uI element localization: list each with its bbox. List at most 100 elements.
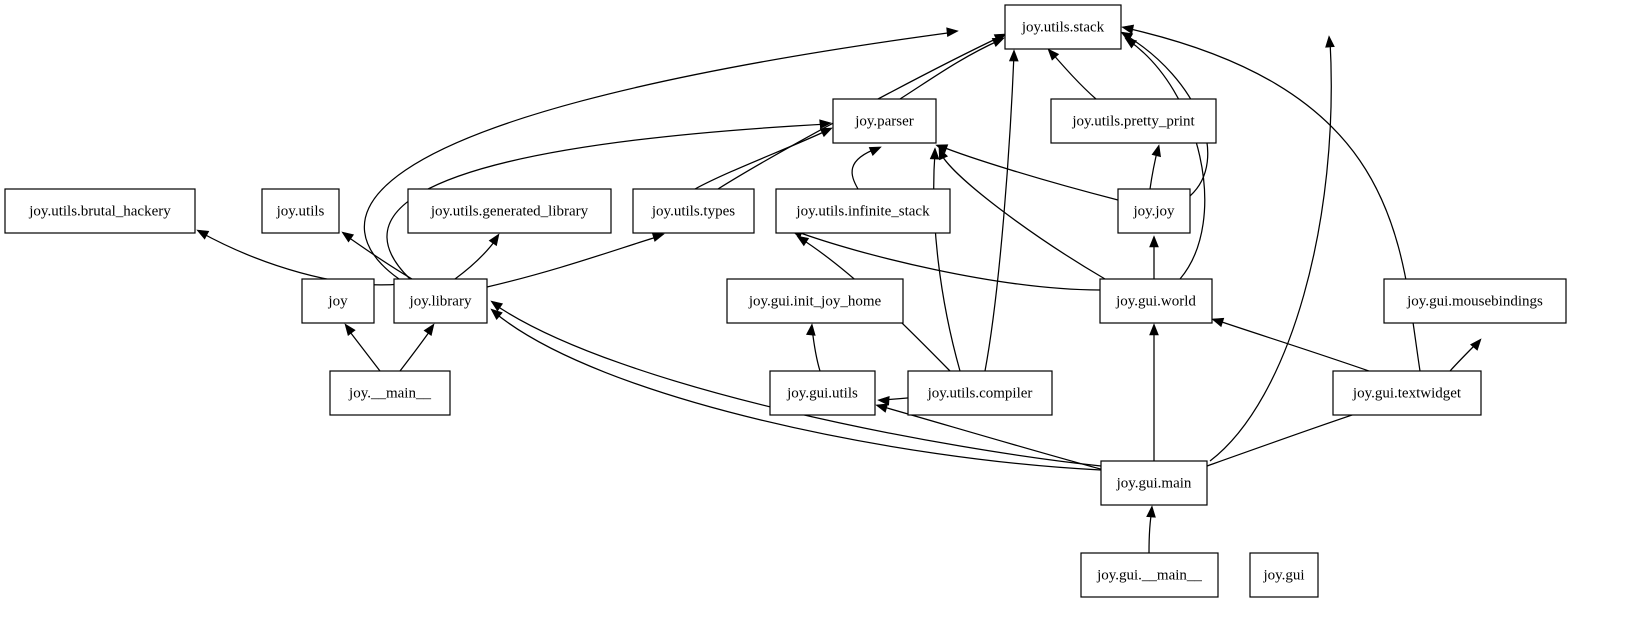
node-label: joy.library (409, 293, 472, 309)
node-box[interactable] (1383, 278, 1567, 324)
graph-edge (344, 323, 381, 372)
graph-edge (454, 233, 500, 280)
graph-edge (1149, 323, 1159, 461)
graph-node-joy-gui---main--[interactable]: joy.gui.__main__ (1080, 552, 1219, 598)
arrow-head-icon (796, 235, 810, 247)
graph-node-joy-utils-generated-library[interactable]: joy.utils.generated_library (407, 188, 612, 234)
graph-edge (1124, 37, 1206, 280)
arrow-head-icon (1121, 24, 1135, 35)
edge-line (493, 311, 1102, 471)
node-box[interactable] (261, 188, 340, 234)
graph-node-joy-utils-stack[interactable]: joy.utils.stack (1004, 4, 1122, 50)
graph-node-joy-parser[interactable]: joy.parser (832, 98, 937, 144)
node-box[interactable] (1099, 278, 1213, 324)
arrow-head-icon (1120, 31, 1134, 42)
edge-line (454, 237, 498, 280)
arrow-head-icon (196, 229, 210, 240)
graph-node-joy-library[interactable]: joy.library (393, 278, 488, 324)
graph-edge (1449, 338, 1482, 372)
edge-line (199, 231, 401, 286)
node-box[interactable] (632, 188, 755, 234)
graph-edge (363, 27, 959, 280)
arrow-head-icon (875, 403, 889, 413)
edge-line (1050, 51, 1097, 100)
graph-node-joy-gui-mousebindings[interactable]: joy.gui.mousebindings (1383, 278, 1567, 324)
node-label: joy.parser (854, 113, 914, 129)
node-label: joy.utils.compiler (927, 385, 1033, 401)
node-label: joy.utils.types (651, 203, 735, 219)
node-box[interactable] (1249, 552, 1319, 598)
graph-edge (486, 232, 665, 288)
graph-node-joy-utils-pretty-print[interactable]: joy.utils.pretty_print (1050, 98, 1217, 144)
graph-edge (1149, 144, 1161, 190)
arrow-head-icon (819, 119, 832, 129)
graph-node-joy-utils-brutal-hackery[interactable]: joy.utils.brutal_hackery (4, 188, 196, 234)
node-box[interactable] (832, 98, 937, 144)
node-label: joy.utils.generated_library (430, 203, 589, 219)
arrow-head-icon (1151, 144, 1161, 158)
arrow-head-icon (1008, 49, 1019, 62)
node-label: joy.utils.infinite_stack (795, 203, 930, 219)
graph-edge (875, 403, 1105, 471)
edge-line (399, 327, 433, 372)
graph-node-joy-utils-compiler[interactable]: joy.utils.compiler (907, 370, 1053, 416)
arrow-head-icon (868, 146, 882, 157)
arrow-head-icon (344, 323, 356, 336)
node-box[interactable] (769, 370, 876, 416)
node-label: joy.gui.utils (786, 385, 858, 401)
edge-line (694, 129, 829, 190)
arrow-head-icon (819, 127, 833, 138)
node-label: joy.joy (1132, 203, 1175, 219)
node-box[interactable] (1100, 460, 1208, 506)
arrow-head-icon (1047, 48, 1060, 61)
node-box[interactable] (726, 278, 904, 324)
edge-line (486, 235, 661, 288)
arrow-head-icon (490, 300, 504, 312)
arrow-head-icon (651, 232, 665, 242)
graph-edge (851, 146, 882, 190)
node-box[interactable] (1004, 4, 1122, 50)
graph-edge (899, 37, 1005, 100)
node-box[interactable] (407, 188, 612, 234)
graph-edge (196, 229, 401, 286)
node-box[interactable] (393, 278, 488, 324)
node-box[interactable] (1080, 552, 1219, 598)
graph-node-joy---main--[interactable]: joy.__main__ (329, 370, 451, 416)
graph-node-joy-gui[interactable]: joy.gui (1249, 552, 1319, 598)
arrow-head-icon (490, 308, 503, 320)
node-box[interactable] (4, 188, 196, 234)
edge-line (939, 145, 1119, 201)
graph-edge (1149, 235, 1159, 279)
graph-node-joy-utils-infinite-stack[interactable]: joy.utils.infinite_stack (775, 188, 951, 234)
node-box[interactable] (775, 188, 951, 234)
node-label: joy.__main__ (348, 385, 431, 401)
node-box[interactable] (1332, 370, 1482, 416)
arrow-head-icon (806, 323, 816, 336)
node-label: joy.gui.init_joy_home (748, 293, 882, 309)
graph-node-joy-utils-types[interactable]: joy.utils.types (632, 188, 755, 234)
graph-node-joy-joy[interactable]: joy.joy (1117, 188, 1191, 234)
node-box[interactable] (301, 278, 375, 324)
node-box[interactable] (329, 370, 451, 416)
node-box[interactable] (1050, 98, 1217, 144)
graph-node-joy-gui-main[interactable]: joy.gui.main (1100, 460, 1208, 506)
graph-node-joy-gui-utils[interactable]: joy.gui.utils (769, 370, 876, 416)
graph-node-joy-gui-textwidget[interactable]: joy.gui.textwidget (1332, 370, 1482, 416)
node-box[interactable] (1117, 188, 1191, 234)
graph-node-joy-gui-world[interactable]: joy.gui.world (1099, 278, 1213, 324)
graph-edge (984, 49, 1019, 372)
node-label: joy.utils.stack (1021, 19, 1105, 35)
arrow-head-icon (946, 27, 959, 37)
arrow-head-icon (488, 233, 500, 247)
node-label: joy.gui.main (1116, 475, 1192, 491)
graph-node-joy[interactable]: joy (301, 278, 375, 324)
edge-line (363, 31, 956, 280)
graph-node-joy-gui-init-joy-home[interactable]: joy.gui.init_joy_home (726, 278, 904, 324)
graph-node-joy-utils[interactable]: joy.utils (261, 188, 340, 234)
edge-line (344, 234, 413, 280)
node-box[interactable] (907, 370, 1053, 416)
edge-line (939, 151, 1106, 280)
arrow-head-icon (341, 231, 355, 243)
